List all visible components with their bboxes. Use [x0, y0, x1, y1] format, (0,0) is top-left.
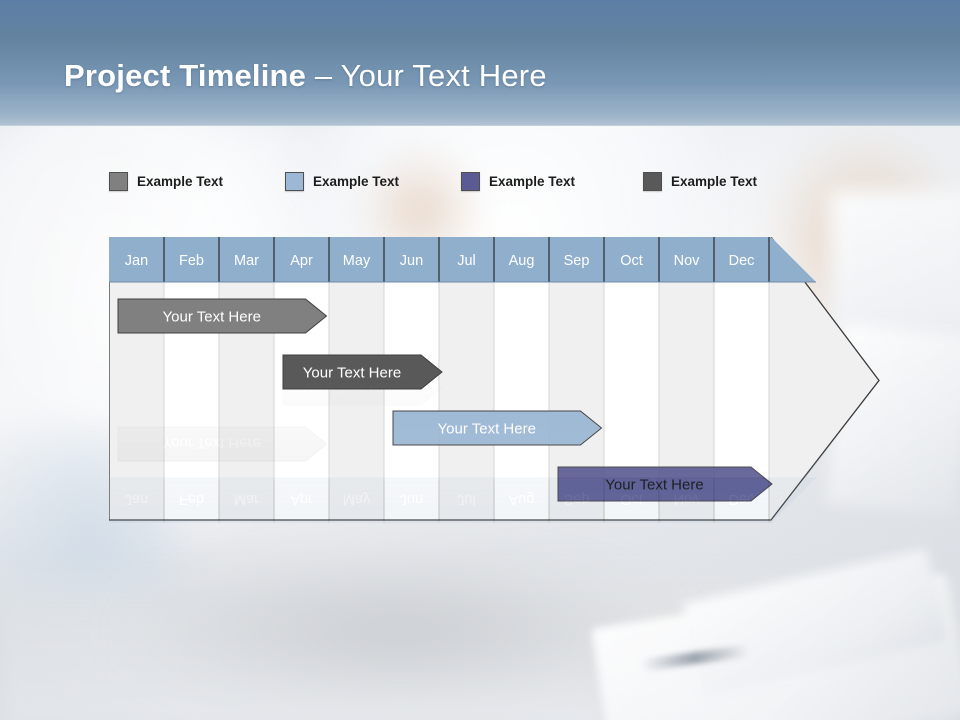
arrow-outline-group — [109, 237, 880, 521]
legend-label-2: Example Text — [313, 173, 400, 189]
legend-label-4: Example Text — [671, 173, 758, 189]
timeline-chart: Jan Feb Mar Apr May Jun Jul Aug Sep Oct Nov Dec You… — [109, 237, 881, 522]
page-title-bold: Project Timeline — [64, 58, 307, 93]
legend-item-1[interactable]: Example Text — [109, 170, 223, 192]
svg-text:Jun: Jun — [400, 253, 423, 269]
svg-text:Your Text Here: Your Text Here — [605, 477, 703, 494]
legend-swatch-icon-1 — [109, 171, 128, 191]
legend-label-1: Example Text — [137, 173, 224, 189]
svg-text:Sep: Sep — [564, 253, 590, 269]
legend-swatch-icon-2 — [285, 171, 304, 191]
background-desk-shadow — [120, 555, 680, 705]
svg-text:Aug: Aug — [509, 253, 535, 269]
title-band — [0, 0, 960, 126]
background-paper-upper-right — [830, 190, 960, 340]
svg-text:May: May — [343, 253, 371, 269]
svg-text:Oct: Oct — [620, 253, 643, 269]
timeline-chart-svg: Jan Feb Mar Apr May Jun Jul Aug Sep Oct Nov Dec You… — [109, 237, 880, 521]
svg-text:Your Text Here: Your Text Here — [438, 421, 536, 438]
svg-text:Jan: Jan — [125, 253, 148, 269]
legend-label-3: Example Text — [489, 173, 576, 189]
svg-text:Mar: Mar — [234, 253, 259, 269]
svg-text:Nov: Nov — [674, 253, 701, 269]
legend-swatch-icon-4 — [643, 171, 662, 191]
legend-item-4[interactable]: Example Text — [643, 170, 757, 192]
svg-text:Jul: Jul — [457, 253, 476, 269]
svg-text:Dec: Dec — [729, 253, 755, 269]
month-header-group: Jan Feb Mar Apr May Jun Jul Aug Sep Oct Nov Dec — [109, 237, 816, 283]
page-title-rest: – Your Text Here — [306, 58, 547, 93]
legend: Example Text Example Text Example Text E… — [109, 170, 829, 192]
legend-item-3[interactable]: Example Text — [461, 170, 575, 192]
legend-swatch-icon-3 — [461, 171, 480, 191]
svg-text:Apr: Apr — [290, 253, 313, 269]
svg-text:Your Text Here: Your Text Here — [303, 365, 401, 382]
page-title: Project Timeline – Your Text Here — [64, 58, 547, 94]
svg-text:Your Text Here: Your Text Here — [163, 309, 261, 326]
legend-item-2[interactable]: Example Text — [285, 170, 399, 192]
svg-text:Feb: Feb — [179, 253, 204, 269]
